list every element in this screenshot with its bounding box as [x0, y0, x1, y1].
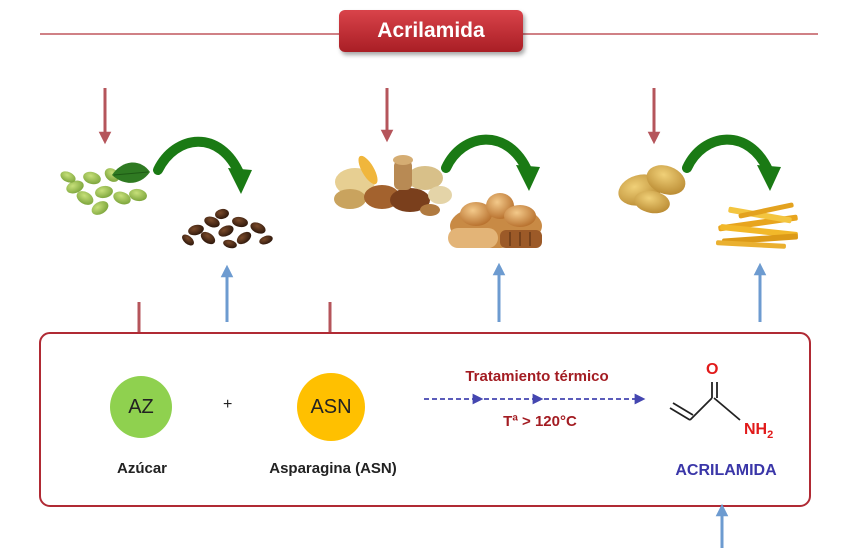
cereal-grains-icon: [334, 155, 452, 216]
french-fries-icon: [715, 202, 798, 249]
atom-nh-subscript: 2: [767, 429, 774, 442]
transform-arrow-icon: [682, 134, 781, 191]
atom-oxygen: O: [706, 361, 719, 378]
acrylamide-structure-icon: [669, 382, 741, 421]
transform-arrow-icon: [153, 136, 252, 194]
asparagine-circle: ASN: [297, 373, 365, 441]
product-label: ACRILAMIDA: [675, 462, 777, 479]
green-coffee-beans-icon: [60, 162, 150, 215]
page-title: Acrilamida: [377, 19, 485, 42]
sugar-circle: AZ: [110, 376, 172, 438]
atom-nh: NH: [744, 421, 768, 438]
title-banner: Acrilamida: [339, 10, 523, 52]
process-label: Tratamiento térmico: [465, 368, 609, 385]
roasted-coffee-beans-icon: [182, 208, 273, 249]
sugar-label: Azúcar: [116, 460, 168, 477]
bread-basket-icon: [448, 193, 542, 248]
asparagine-label: Asparagina (ASN): [269, 460, 397, 477]
asparagine-symbol: ASN: [310, 395, 352, 418]
plus-sign: +: [223, 396, 233, 413]
temperature-condition: Tª > 120°C: [503, 413, 577, 430]
potatoes-icon: [618, 165, 686, 214]
reaction-box: [39, 332, 811, 507]
atom-nh2: NH2: [744, 421, 773, 441]
sugar-symbol: AZ: [128, 395, 154, 418]
transform-arrow-icon: [441, 134, 540, 191]
